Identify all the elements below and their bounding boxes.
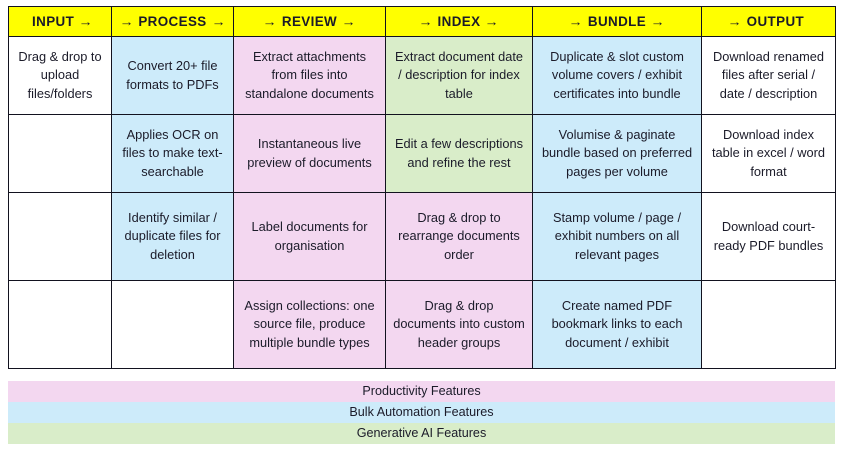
legend-label-bulk-automation: Bulk Automation Features (8, 402, 835, 423)
column-header-input-label: INPUT (32, 13, 75, 29)
cell-review-1: Extract attachments from files into stan… (233, 36, 386, 115)
table-row: Identify similar / duplicate files for d… (8, 192, 836, 281)
cell-index-1: Extract document date / description for … (385, 36, 533, 115)
legend: Productivity Features Bulk Automation Fe… (8, 381, 835, 444)
cell-bundle-4: Create named PDF bookmark links to each … (532, 280, 702, 369)
cell-index-2: Edit a few descriptions and refine the r… (385, 114, 533, 193)
legend-label-productivity: Productivity Features (8, 381, 835, 402)
cell-bundle-3: Stamp volume / page / exhibit numbers on… (532, 192, 702, 281)
cell-input-2 (8, 114, 112, 193)
cell-output-1: Download renamed files after serial / da… (701, 36, 836, 115)
cell-review-4: Assign collections: one source file, pro… (233, 280, 386, 369)
column-header-index-label: INDEX (437, 13, 481, 29)
column-header-process: → PROCESS → (111, 6, 234, 37)
column-header-review-label: REVIEW (281, 13, 338, 29)
column-header-process-label: PROCESS (138, 13, 207, 29)
column-header-review: →REVIEW→ (233, 6, 386, 37)
column-header-input: INPUT→ (8, 6, 112, 37)
cell-index-3: Drag & drop to rearrange documents order (385, 192, 533, 281)
arrow-right-icon: → (727, 14, 743, 29)
arrow-right-icon: → (211, 14, 226, 29)
arrow-right-icon: → (418, 14, 433, 29)
column-header-output: →OUTPUT (701, 6, 836, 37)
table-row: Assign collections: one source file, pro… (8, 280, 836, 369)
arrow-right-icon: → (341, 14, 357, 29)
arrow-right-icon: → (568, 14, 584, 29)
legend-row-productivity: Productivity Features (8, 381, 835, 402)
matrix-body: Drag & drop to upload files/folders Conv… (8, 36, 836, 369)
table-row: Drag & drop to upload files/folders Conv… (8, 36, 836, 115)
cell-input-4 (8, 280, 112, 369)
arrow-right-icon: → (485, 14, 500, 29)
cell-index-4: Drag & drop documents into custom header… (385, 280, 533, 369)
arrow-right-icon: → (650, 14, 666, 29)
arrow-right-icon: → (119, 14, 134, 29)
matrix-header-row: INPUT→ →PROCESS→ →REVIEW→ →INDEX→ →BUNDL… (8, 6, 836, 37)
cell-review-2: Instantaneous live preview of documents (233, 114, 386, 193)
column-header-bundle: →BUNDLE→ (532, 6, 702, 37)
cell-input-3 (8, 192, 112, 281)
column-header-bundle-label: BUNDLE (587, 13, 647, 29)
cell-output-3: Download court-ready PDF bundles (701, 192, 836, 281)
arrow-right-icon: → (262, 14, 278, 29)
matrix-header: INPUT→ →PROCESS→ →REVIEW→ →INDEX→ →BUNDL… (8, 6, 836, 37)
cell-process-3: Identify similar / duplicate files for d… (111, 192, 234, 281)
workflow-matrix-table: INPUT→ →PROCESS→ →REVIEW→ →INDEX→ →BUNDL… (8, 6, 836, 369)
arrow-right-icon: → (78, 14, 94, 29)
column-header-output-label: OUTPUT (746, 13, 805, 29)
legend-label-generative-ai: Generative AI Features (8, 423, 835, 444)
cell-output-4 (701, 280, 836, 369)
legend-row-generative-ai: Generative AI Features (8, 423, 835, 444)
cell-process-1: Convert 20+ file formats to PDFs (111, 36, 234, 115)
cell-output-2: Download index table in excel / word for… (701, 114, 836, 193)
cell-input-1: Drag & drop to upload files/folders (8, 36, 112, 115)
column-header-index: → INDEX → (385, 6, 533, 37)
cell-process-2: Applies OCR on files to make text-search… (111, 114, 234, 193)
cell-process-4 (111, 280, 234, 369)
cell-review-3: Label documents for organisation (233, 192, 386, 281)
cell-bundle-1: Duplicate & slot custom volume covers / … (532, 36, 702, 115)
cell-bundle-2: Volumise & paginate bundle based on pref… (532, 114, 702, 193)
legend-row-bulk-automation: Bulk Automation Features (8, 402, 835, 423)
table-row: Applies OCR on files to make text-search… (8, 114, 836, 193)
